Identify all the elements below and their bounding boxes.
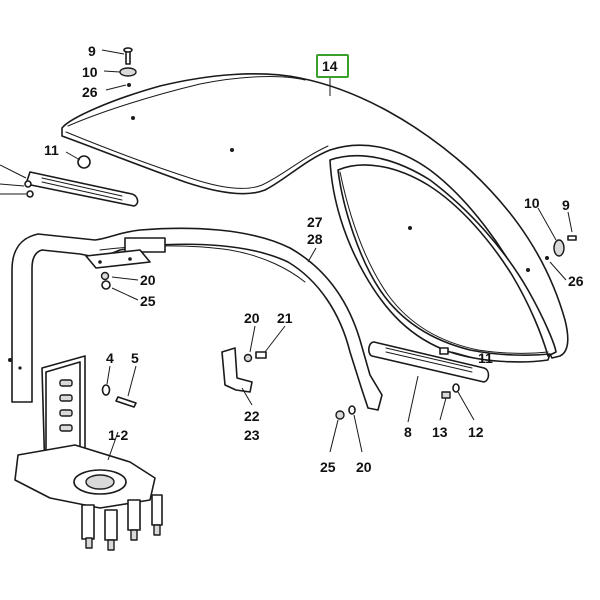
callout-9-right: 9 bbox=[562, 197, 570, 213]
callout-21: 21 bbox=[277, 310, 293, 326]
leader-lines bbox=[0, 49, 573, 461]
mount-bracket-assembly bbox=[14, 355, 163, 551]
l-bracket bbox=[221, 347, 253, 393]
highlight-box bbox=[316, 54, 349, 78]
callout-25-left: 25 bbox=[140, 293, 156, 309]
fasteners bbox=[24, 47, 577, 420]
callout-25-bottom: 25 bbox=[320, 459, 336, 475]
callout-10-top: 10 bbox=[82, 64, 98, 80]
callout-1-2: 1-2 bbox=[108, 427, 128, 443]
callout-20-mid: 20 bbox=[244, 310, 260, 326]
callout-labels: 9 10 26 14 11 27 28 10 9 26 20 25 20 21 … bbox=[44, 43, 584, 475]
callout-10-right: 10 bbox=[524, 195, 540, 211]
callout-8: 8 bbox=[404, 424, 412, 440]
callout-14: 14 bbox=[322, 58, 338, 74]
callout-23: 23 bbox=[244, 427, 260, 443]
slotted-plate-left bbox=[25, 155, 139, 207]
callout-9-top: 9 bbox=[88, 43, 96, 59]
callout-27: 27 bbox=[307, 214, 323, 230]
callout-12: 12 bbox=[468, 424, 484, 440]
callout-5: 5 bbox=[131, 350, 139, 366]
callout-4: 4 bbox=[106, 350, 114, 366]
callout-28: 28 bbox=[307, 231, 323, 247]
callout-13: 13 bbox=[432, 424, 448, 440]
callout-11-left: 11 bbox=[44, 142, 59, 158]
roll-bar-frame bbox=[8, 227, 383, 411]
callout-20-bottom: 20 bbox=[356, 459, 372, 475]
callout-26-top: 26 bbox=[82, 84, 98, 100]
callout-26-right: 26 bbox=[568, 273, 584, 289]
slotted-plate-right bbox=[368, 341, 490, 383]
callout-20-left: 20 bbox=[140, 272, 156, 288]
canopy-roof bbox=[61, 73, 569, 363]
callout-22: 22 bbox=[244, 408, 260, 424]
callout-11-right: 11 bbox=[478, 350, 493, 366]
